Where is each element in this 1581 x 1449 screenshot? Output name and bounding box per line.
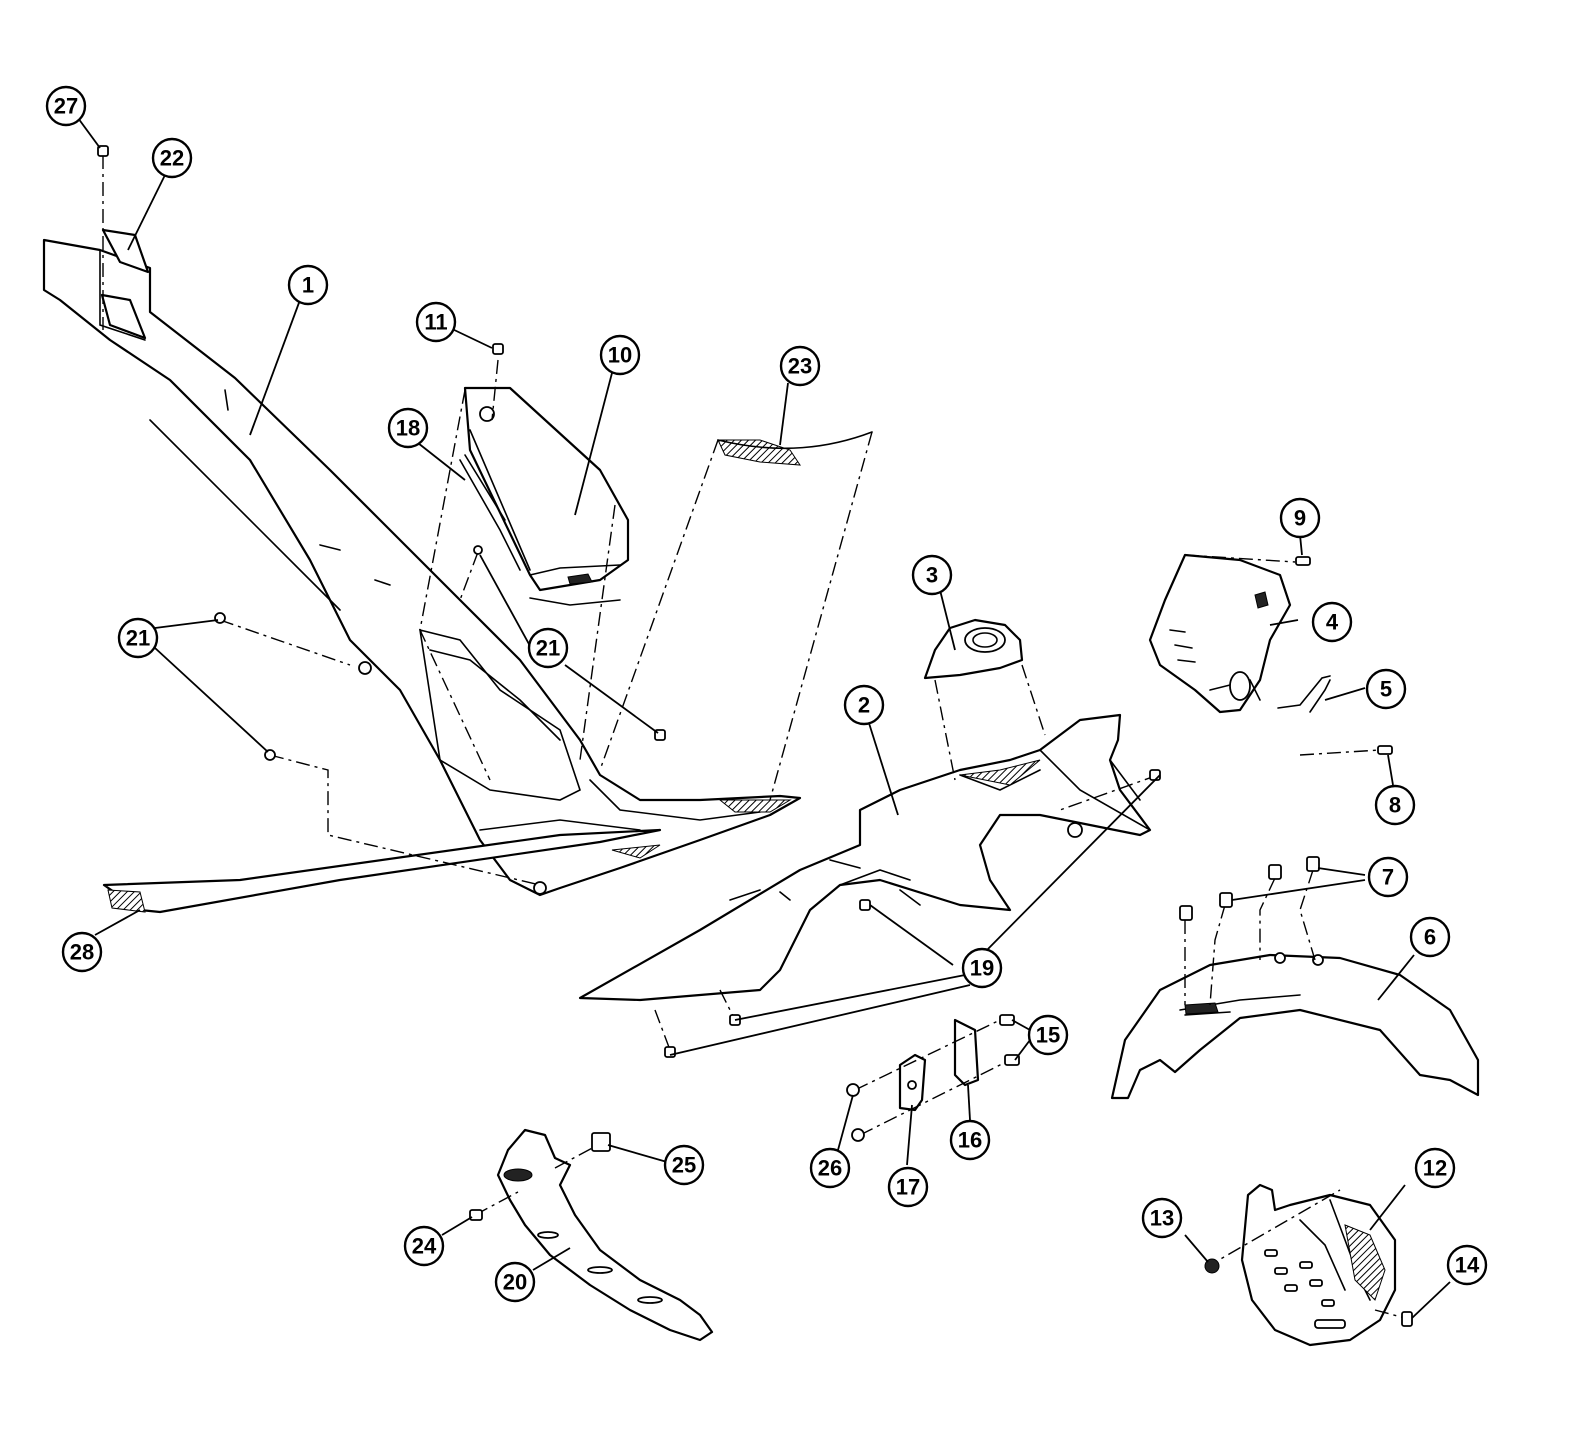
bolt-7-b bbox=[1219, 892, 1233, 908]
callout-label: 19 bbox=[970, 956, 994, 981]
callout-label: 28 bbox=[70, 940, 94, 965]
callout-label: 14 bbox=[1455, 1253, 1480, 1278]
callout-label: 8 bbox=[1389, 793, 1401, 818]
callout-9: 9 bbox=[1279, 497, 1321, 539]
callout-label: 25 bbox=[672, 1153, 696, 1178]
callout-label: 1 bbox=[302, 273, 314, 298]
callout-label: 12 bbox=[1423, 1156, 1447, 1181]
bolt-8 bbox=[1377, 745, 1393, 755]
callout-17: 17 bbox=[887, 1166, 929, 1208]
callout-label: 24 bbox=[412, 1234, 437, 1259]
callout-8: 8 bbox=[1374, 784, 1416, 826]
callout-21-a: 21 bbox=[117, 617, 159, 659]
bolt-9 bbox=[1295, 556, 1311, 566]
callout-21-b: 21 bbox=[527, 627, 569, 669]
bolt-7-a bbox=[1179, 905, 1193, 921]
callout-18: 18 bbox=[387, 407, 429, 449]
hardware bbox=[97, 145, 1413, 1327]
part-16-bracket-plate bbox=[953, 1018, 980, 1087]
nut-26-a bbox=[846, 1083, 860, 1097]
clip-25 bbox=[591, 1132, 611, 1152]
bolt-19-b bbox=[859, 899, 871, 911]
part-18-trim-strip bbox=[459, 454, 521, 571]
callout-label: 21 bbox=[536, 636, 560, 661]
callout-4: 4 bbox=[1311, 601, 1353, 643]
callout-12: 12 bbox=[1414, 1147, 1456, 1189]
part-4-bracket-cover bbox=[1148, 553, 1292, 714]
part-12-disc-guard bbox=[1240, 1183, 1397, 1347]
nut-13 bbox=[1204, 1258, 1220, 1274]
callout-23: 23 bbox=[779, 345, 821, 387]
callout-22: 22 bbox=[151, 137, 193, 179]
callout-label: 15 bbox=[1036, 1023, 1060, 1048]
bolt-15-a bbox=[999, 1014, 1015, 1026]
callout-13: 13 bbox=[1141, 1197, 1183, 1239]
part-6-front-fender bbox=[1110, 952, 1480, 1100]
callout-label: 9 bbox=[1294, 506, 1306, 531]
callout-label: 26 bbox=[818, 1156, 842, 1181]
part-17-bracket bbox=[898, 1053, 927, 1112]
callout-label: 2 bbox=[858, 693, 870, 718]
callout-label: 4 bbox=[1326, 610, 1339, 635]
callout-16: 16 bbox=[949, 1119, 991, 1161]
assembly-lines bbox=[102, 155, 1406, 1319]
part-23-windscreen bbox=[717, 431, 873, 466]
callout-label: 11 bbox=[424, 310, 447, 335]
callout-label: 16 bbox=[958, 1128, 982, 1153]
bolt-24 bbox=[469, 1209, 483, 1221]
part-20-chain-guard bbox=[496, 1128, 714, 1342]
bolt-15-b bbox=[1004, 1054, 1020, 1066]
callout-14: 14 bbox=[1446, 1244, 1488, 1286]
part-28-lower-strip bbox=[102, 828, 662, 914]
callout-11: 11 bbox=[415, 301, 457, 343]
callout-5: 5 bbox=[1365, 668, 1407, 710]
callout-1: 1 bbox=[287, 264, 329, 306]
nut-21-a bbox=[214, 612, 226, 624]
callout-27: 27 bbox=[45, 85, 87, 127]
callout-28: 28 bbox=[61, 931, 103, 973]
part-5-clip bbox=[1277, 675, 1331, 713]
bolt-11 bbox=[492, 343, 504, 355]
part-1-front-cowl bbox=[42, 238, 802, 897]
callout-label: 5 bbox=[1380, 677, 1392, 702]
part-10-inner-panel bbox=[463, 386, 630, 606]
callout-3: 3 bbox=[911, 554, 953, 596]
callout-label: 21 bbox=[126, 626, 150, 651]
callout-20: 20 bbox=[494, 1261, 536, 1303]
callout-10: 10 bbox=[599, 334, 641, 376]
nut-21-c bbox=[473, 545, 483, 555]
callout-label: 20 bbox=[503, 1270, 527, 1295]
bolt-27 bbox=[97, 145, 109, 157]
callout-label: 3 bbox=[926, 563, 938, 588]
bolt-19-d bbox=[664, 1046, 676, 1058]
callout-7: 7 bbox=[1367, 856, 1409, 898]
bolt-14 bbox=[1401, 1311, 1413, 1327]
part-2-side-panel bbox=[578, 713, 1152, 1002]
callout-label: 17 bbox=[896, 1175, 920, 1200]
callout-label: 22 bbox=[160, 146, 184, 171]
callout-15: 15 bbox=[1027, 1014, 1069, 1056]
leader-lines bbox=[77, 117, 1451, 1319]
callout-label: 10 bbox=[608, 343, 632, 368]
callout-label: 18 bbox=[396, 416, 420, 441]
callout-label: 13 bbox=[1150, 1206, 1174, 1231]
callout-label: 6 bbox=[1424, 925, 1436, 950]
callout-label: 27 bbox=[54, 94, 78, 119]
callout-2: 2 bbox=[843, 684, 885, 726]
callout-26: 26 bbox=[809, 1147, 851, 1189]
callout-label: 23 bbox=[788, 354, 812, 379]
nut-26-b bbox=[851, 1128, 865, 1142]
callout-6: 6 bbox=[1409, 916, 1451, 958]
callout-label: 7 bbox=[1382, 865, 1394, 890]
part-22-vent-trim bbox=[100, 228, 150, 340]
callout-19: 19 bbox=[961, 947, 1003, 989]
part-3-filler-boot bbox=[923, 618, 1046, 781]
bolt-19-a bbox=[1149, 769, 1161, 781]
bolt-7-c bbox=[1268, 864, 1282, 880]
callout-24: 24 bbox=[403, 1225, 445, 1267]
callout-25: 25 bbox=[663, 1144, 705, 1186]
bolt-7-d bbox=[1306, 856, 1320, 872]
